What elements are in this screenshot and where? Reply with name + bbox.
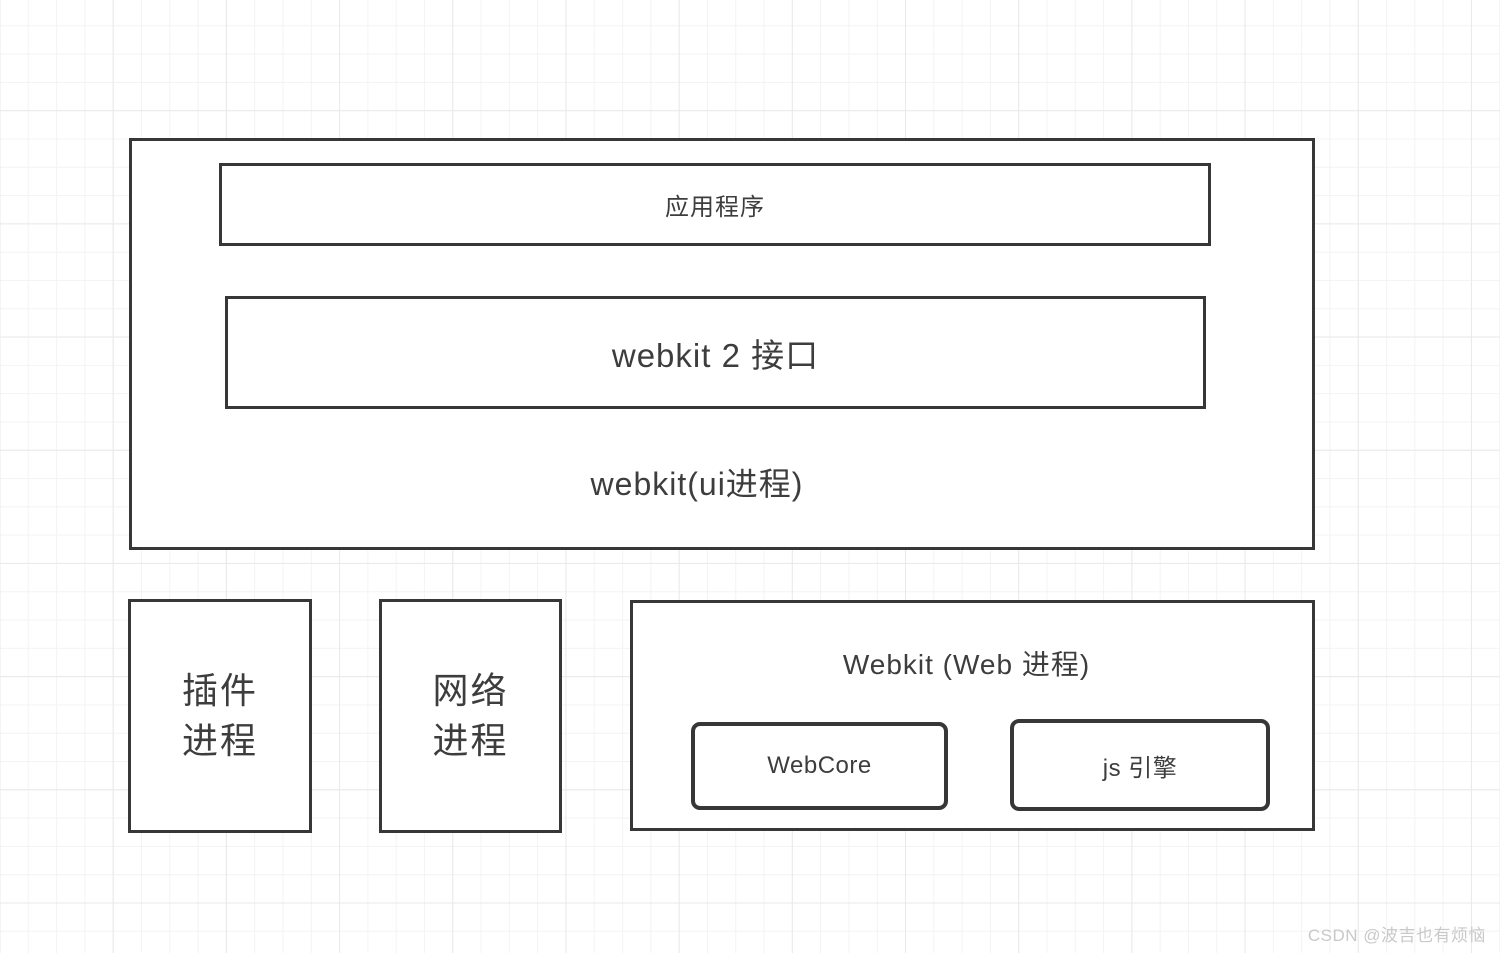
js-engine-box: js 引擎 [1010, 719, 1270, 811]
js-engine-label: js 引擎 [1102, 754, 1178, 782]
webcore-box: WebCore [691, 722, 948, 810]
plugin-process-label-line1: 插件 [181, 670, 258, 712]
network-process-label: 网络 进程 [432, 666, 508, 765]
webkit2-interface-box: webkit 2 接口 [225, 296, 1206, 409]
network-process-box: 网络 进程 [379, 599, 562, 833]
network-process-label-line2: 进程 [432, 720, 509, 761]
csdn-watermark: CSDN @波吉也有烦恼 [1307, 926, 1486, 945]
webkit-ui-process-label: webkit(ui进程) [590, 466, 804, 502]
webkit-web-process-title: Webkit (Web 进程) [842, 649, 1091, 680]
plugin-process-label: 插件 进程 [182, 666, 258, 765]
webkit-ui-process-box: 应用程序 webkit 2 接口 webkit(ui进程) [129, 138, 1315, 550]
network-process-label-line1: 网络 [432, 670, 509, 712]
plugin-process-box: 插件 进程 [128, 599, 312, 833]
application-box: 应用程序 [219, 163, 1211, 246]
webkit-web-process-box: Webkit (Web 进程) WebCore js 引擎 [630, 600, 1315, 831]
webcore-label: WebCore [767, 752, 872, 779]
application-label: 应用程序 [665, 194, 765, 221]
plugin-process-label-line2: 进程 [181, 720, 258, 761]
webkit2-interface-label: webkit 2 接口 [611, 336, 820, 374]
